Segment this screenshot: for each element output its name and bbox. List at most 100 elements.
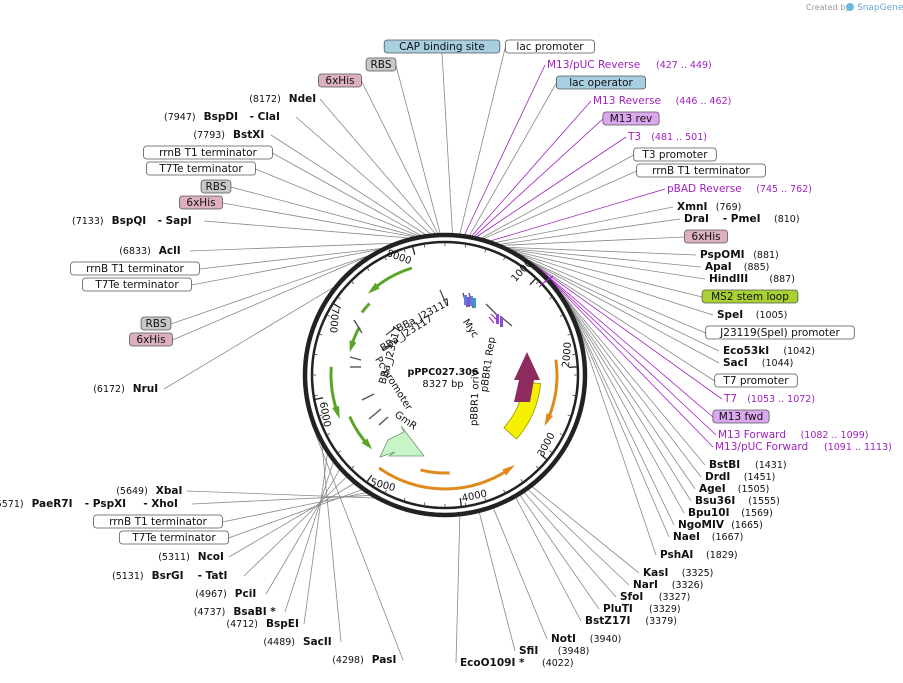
site-label[interactable]: BstBI(1431) <box>709 459 787 471</box>
site-label[interactable]: CAP binding site <box>383 39 501 54</box>
minor-tick <box>350 465 355 470</box>
minor-tick <box>318 333 323 336</box>
site-label[interactable]: NarI(3326) <box>633 579 703 591</box>
site-label[interactable]: XmnI(769) <box>677 201 741 213</box>
site-position: (4022) <box>542 658 574 669</box>
site-label[interactable]: rrnB T1 terminator <box>143 145 273 160</box>
site-label[interactable]: Bsu36I(1555) <box>695 495 780 507</box>
site-label[interactable]: RBS <box>200 179 232 194</box>
feature-small-mark <box>353 319 363 334</box>
site-label[interactable]: BstZ17I(3379) <box>585 615 677 627</box>
site-label[interactable]: DraI- PmeI(810) <box>684 213 800 225</box>
site-label[interactable]: KasI(3325) <box>643 567 713 579</box>
site-label[interactable]: (4489)SacII <box>263 636 331 648</box>
site-label[interactable]: EcoO109I * (4022) <box>460 657 574 669</box>
site-label[interactable]: M13/pUC Forward(1091 .. 1113) <box>715 441 892 453</box>
site-label[interactable]: PluTI(3329) <box>603 603 681 615</box>
site-label[interactable]: T7 promoter <box>714 373 798 388</box>
leader-line <box>189 242 392 252</box>
site-label[interactable]: (5131)BsrGI- TatI <box>112 570 227 582</box>
site-label[interactable]: (4712)BspEI <box>226 618 298 630</box>
site-label[interactable]: T3(481 .. 501) <box>627 131 707 143</box>
site-label[interactable]: (8172)NdeI <box>249 93 316 105</box>
feature-small-mark <box>385 327 396 336</box>
site-label[interactable]: (4737)BsaBI * <box>194 606 276 618</box>
site-label[interactable]: (6833)AclI <box>119 245 180 257</box>
site-label[interactable]: T7Te terminator <box>82 277 192 292</box>
site-position: (1505) <box>738 484 770 495</box>
site-label[interactable]: (4298)PasI <box>332 654 396 666</box>
feature-small-mark <box>439 289 448 307</box>
feature-primer-mark <box>464 295 467 305</box>
site-label[interactable]: 6xHis <box>129 332 173 347</box>
site-label[interactable]: DrdI(1451) <box>705 471 775 483</box>
site-label[interactable]: M13/pUC Reverse(427 .. 449) <box>547 59 712 71</box>
site-name: SfoI <box>620 591 643 603</box>
site-position: (1042) <box>783 346 815 357</box>
site-name: EcoO109I * <box>460 657 525 669</box>
site-label[interactable]: NotI(3940) <box>551 633 621 645</box>
map-center: pPPC027.306 8327 bp <box>408 367 479 390</box>
site-alias: - PmeI <box>723 213 761 225</box>
site-label[interactable]: NaeI(1667) <box>673 531 743 543</box>
site-label[interactable]: M13 Forward(1082 .. 1099) <box>718 429 868 441</box>
leader-line <box>228 489 362 539</box>
site-label[interactable]: RBS <box>140 316 172 331</box>
site-label[interactable]: J23119(SpeI) promoter <box>705 325 855 340</box>
site-name: PaeR7I <box>32 498 73 510</box>
scale-tick <box>332 302 341 309</box>
site-label[interactable]: SpeI(1005) <box>717 309 787 321</box>
site-label[interactable]: SacI(1044) <box>723 357 793 369</box>
site-label[interactable]: RBS <box>365 57 397 72</box>
site-label[interactable]: rrnB T1 terminator <box>93 514 223 529</box>
site-name: BstXI <box>233 129 264 141</box>
feature-label-box <box>556 75 647 90</box>
minor-tick <box>423 243 426 248</box>
site-label[interactable]: M13 Reverse(446 .. 462) <box>593 95 731 107</box>
site-label[interactable]: T7Te terminator <box>119 530 229 545</box>
site-label[interactable]: (5571)PaeR7I- PspXI- XhoI <box>0 498 178 510</box>
leader-line <box>270 134 426 235</box>
site-label[interactable]: (7947)BspDI- ClaI <box>164 111 280 123</box>
site-label[interactable]: T7Te terminator <box>146 161 256 176</box>
site-label[interactable]: (5311)NcoI <box>158 551 224 563</box>
site-label[interactable]: SfiI(3948) <box>519 645 589 657</box>
site-position: (5571) <box>0 499 24 510</box>
site-label[interactable]: MS2 stem loop <box>701 289 799 304</box>
site-label[interactable]: NgoMIV(1665) <box>678 519 763 531</box>
site-label[interactable]: (7133)BspQI- SapI <box>72 215 192 227</box>
site-label[interactable]: SfoI(3327) <box>620 591 690 603</box>
site-label[interactable]: (4967)PciI <box>195 588 256 600</box>
site-name: BspQI <box>112 215 147 227</box>
site-label[interactable]: T3 promoter <box>633 147 717 162</box>
site-label[interactable]: M13 rev <box>602 111 660 126</box>
feature-label-box <box>82 277 192 292</box>
site-label[interactable]: Eco53kI(1042) <box>723 345 815 357</box>
minor-tick <box>567 333 572 336</box>
feature-label-box <box>684 229 728 244</box>
site-label[interactable]: 6xHis <box>318 73 362 88</box>
site-label[interactable]: 6xHis <box>684 229 728 244</box>
feature-label-box <box>602 111 660 126</box>
site-label[interactable]: Bpu10I(1569) <box>688 507 773 519</box>
feature-label-text: M13 fwd <box>719 411 764 423</box>
site-label[interactable]: (7793)BstXI <box>193 129 264 141</box>
site-label[interactable]: M13 fwd <box>712 409 770 424</box>
site-label[interactable]: AgeI(1505) <box>699 483 769 495</box>
site-label[interactable]: rrnB T1 terminator <box>636 163 766 178</box>
site-label[interactable]: HindIII(887) <box>709 273 795 285</box>
site-label[interactable]: PshAI(1829) <box>660 549 738 561</box>
site-label[interactable]: lac promoter <box>504 39 595 54</box>
site-label[interactable]: ApaI(885) <box>705 261 769 273</box>
site-label[interactable]: T7(1053 .. 1072) <box>723 393 815 405</box>
site-label[interactable]: rrnB T1 terminator <box>70 261 200 276</box>
site-position: (3940) <box>590 634 622 645</box>
leader-line <box>532 486 640 574</box>
feature-primer-mark <box>467 297 470 307</box>
site-label[interactable]: (5649)XbaI <box>116 485 182 497</box>
site-label[interactable]: pBAD Reverse(745 .. 762) <box>667 183 812 195</box>
site-label[interactable]: 6xHis <box>179 195 223 210</box>
site-label[interactable]: PspOMI(881) <box>700 249 779 261</box>
site-label[interactable]: (6172)NruI <box>93 383 158 395</box>
site-label[interactable]: lac operator <box>556 75 647 90</box>
